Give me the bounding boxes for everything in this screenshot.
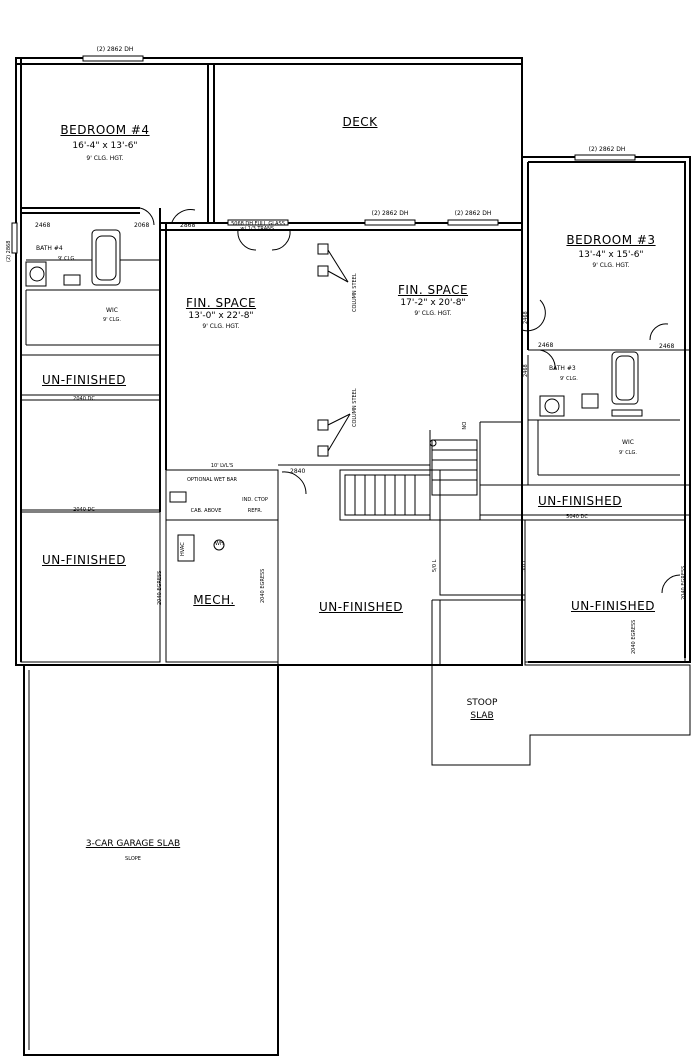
room-name-bath4: BATH #4 — [36, 245, 63, 252]
egress-label-1: 2040 EGRESS — [157, 570, 163, 605]
room-size-fin-space-right: 17'-2" x 20'-8" — [400, 298, 466, 308]
room-name-bedroom4: BEDROOM #4 — [60, 123, 150, 137]
room-name-garage: 3-CAR GARAGE SLAB — [85, 839, 181, 849]
egress-label-3: 2040 EGRESS — [631, 619, 637, 654]
wh-label: WH — [215, 541, 224, 547]
room-name-unfinished-1: UN-FINISHED — [41, 373, 127, 387]
window-label-side: (2) 2868 — [6, 240, 12, 262]
window-label-top: (2) 2862 DH — [96, 46, 134, 53]
room-clg-bath3: 9' CLG. — [560, 376, 578, 382]
room-name-unfinished-5: UN-FINISHED — [570, 599, 656, 613]
column-label-b: COLUMN STEEL — [352, 388, 358, 427]
cab-above-label: CAB. ABOVE — [190, 508, 222, 514]
room-name-unfinished-3: UN-FINISHED — [318, 600, 404, 614]
closet-label-right: 5040 DC — [566, 514, 588, 520]
slider-door-label: 5068 DH FULL GLASS w/ 1/3 TRANS. — [231, 221, 285, 232]
stairs — [344, 439, 478, 516]
window-label-bed3: (2) 2862 DH — [588, 146, 626, 153]
lvl-label-a: 5/0 L — [432, 559, 438, 572]
refr-label: REFR. — [247, 508, 263, 514]
stoop-label-line1: STOOP — [466, 698, 498, 708]
room-clg-fin-space-right: 9' CLG. HGT. — [414, 310, 452, 317]
closet-label-left-1: 2040 DC — [73, 396, 95, 402]
garage-and-stoop — [23, 599, 691, 1056]
doors — [139, 207, 681, 594]
room-name-fin-space-left: FIN. SPACE — [185, 296, 257, 310]
room-name-fin-space-right: FIN. SPACE — [397, 283, 469, 297]
lvl-label-b: 5/0 L — [521, 559, 527, 572]
garage-slope-note: SLOPE — [125, 856, 141, 862]
columns — [317, 243, 351, 457]
window-label-deck1: (2) 2862 DH — [371, 210, 409, 217]
egress-label-2: 2040 EGRESS — [260, 568, 266, 603]
room-size-fin-space-left: 13'-0" x 22'-8" — [188, 311, 254, 321]
room-name-unfinished-2: UN-FINISHED — [41, 553, 127, 567]
room-name-bedroom3: BEDROOM #3 — [566, 233, 656, 247]
room-name-wic-right: WIC — [622, 439, 634, 446]
room-name-unfinished-4: UN-FINISHED — [537, 494, 623, 508]
door-label-2868: 2868 — [180, 222, 196, 229]
room-name-deck: DECK — [342, 115, 378, 129]
optional-wet-bar-label: OPTIONAL WET BAR — [186, 477, 238, 483]
risers-label: 10' LVL'S — [210, 463, 234, 469]
door-label-2468-bath4: 2468 — [35, 222, 51, 229]
bathroom-fixtures — [25, 229, 643, 417]
room-size-bedroom4: 16'-4" x 13'-6" — [72, 141, 138, 151]
room-name-mech: MECH. — [193, 593, 235, 607]
stoop-label-line2: SLAB — [470, 711, 494, 721]
door-label-2468-vert: 2468 — [523, 311, 529, 324]
interior-walls — [20, 64, 690, 665]
closet-label-left-2: 2040 DC — [73, 507, 95, 513]
mechanical-equipment — [169, 491, 225, 562]
room-clg-bath4: 9' CLG. — [58, 256, 76, 262]
room-clg-fin-space-left: 9' CLG. HGT. — [202, 323, 240, 330]
door-label-2468-bath3: 2468 — [538, 342, 554, 349]
door-label-2068: 2068 — [134, 222, 150, 229]
door-label-2840: 2840 — [290, 468, 306, 475]
room-name-wic-left: WIC — [106, 307, 118, 314]
column-label-a: COLUMN STEEL — [352, 273, 358, 312]
stair-dn-label: DN — [460, 422, 466, 430]
hvac-label: HVAC — [180, 542, 186, 556]
windows — [11, 55, 636, 254]
ind-ctop-label: IND. CTOP — [242, 497, 268, 503]
door-label-2468-wic: 2468 — [523, 364, 529, 377]
room-size-bedroom3: 13'-4" x 15'-6" — [578, 250, 644, 260]
room-clg-wic-left: 9' CLG. — [103, 317, 121, 323]
egress-label-4: 2040 EGRESS — [681, 565, 687, 600]
window-label-deck2: (2) 2862 DH — [454, 210, 492, 217]
door-label-2468-bed3: 2468 — [659, 343, 675, 350]
room-name-bath3: BATH #3 — [549, 365, 576, 372]
room-clg-bedroom4: 9' CLG. HGT. — [86, 155, 124, 162]
room-clg-bedroom3: 9' CLG. HGT. — [592, 262, 630, 269]
room-clg-wic-right: 9' CLG. — [619, 450, 637, 456]
